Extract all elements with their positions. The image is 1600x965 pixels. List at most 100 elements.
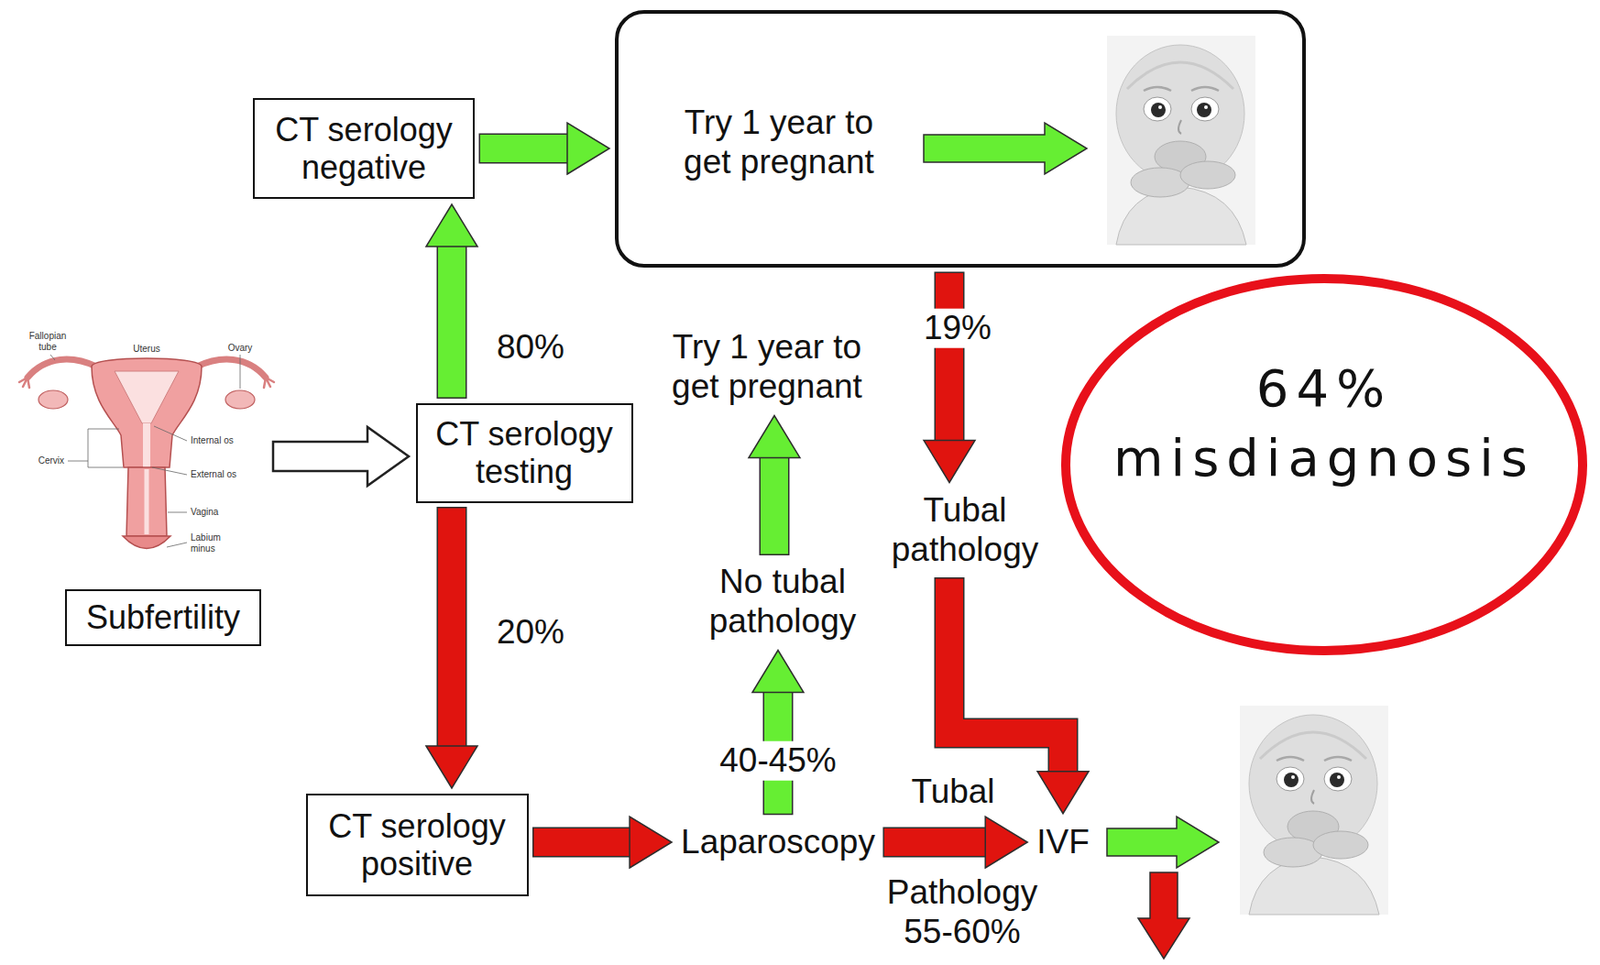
uterus-illustration <box>114 371 179 424</box>
process-box: Subfertility <box>65 589 262 646</box>
flow-arrow <box>547 816 673 868</box>
outcome-panel: Try 1 year to get pregnant <box>614 10 1306 268</box>
baby-photo <box>1276 767 1305 791</box>
leader-line <box>240 354 242 389</box>
uterus-illustration <box>19 377 30 388</box>
uterus-illustration <box>142 423 151 468</box>
baby-photo <box>1143 97 1172 121</box>
baby-photo <box>1127 62 1234 89</box>
uterus-illustration <box>126 467 167 537</box>
node-text: Try 1 year to get pregnant <box>659 328 876 406</box>
label-holder: External os <box>190 469 237 481</box>
leader-line <box>50 354 55 361</box>
flow-arrow <box>493 122 610 175</box>
baby-photo <box>1283 772 1299 788</box>
arrow-outline <box>437 522 468 747</box>
uterus-illustration <box>38 390 68 409</box>
percentage-label: 40-45% <box>715 741 841 781</box>
node-text: CT serology positive <box>323 807 512 884</box>
baby-photo <box>1204 105 1208 110</box>
percentage-label: 80% <box>493 328 569 368</box>
process-box: CT serology negative <box>252 98 475 199</box>
baby-photo <box>1116 186 1247 245</box>
percentage-label: 19% <box>920 308 996 349</box>
baby-photo <box>1291 775 1295 779</box>
node-text: Try 1 year to get pregnant <box>671 103 888 182</box>
baby-photo <box>1106 35 1256 245</box>
baby-photo <box>1239 705 1389 915</box>
node-text: Laparoscopy <box>680 822 876 863</box>
baby-photo <box>1143 87 1219 91</box>
node-text: IVF <box>1036 822 1090 863</box>
node-text: CT serology testing <box>430 415 619 492</box>
part-name: External os <box>190 469 237 481</box>
arrow-head <box>1037 771 1089 814</box>
edge-label-holder: Tubal <box>907 772 998 812</box>
baby-photo <box>1311 789 1315 804</box>
baby-photo <box>1158 105 1162 110</box>
node-text: 64% misdiagnosis <box>1095 353 1554 493</box>
arrow-outline <box>898 827 986 858</box>
arrow-shaft <box>493 134 568 163</box>
arrow-head <box>629 816 672 868</box>
node-text: No tubal pathology <box>698 562 868 641</box>
step-text: Laparoscopy <box>677 819 879 866</box>
edge-label-holder: 19% <box>920 308 996 349</box>
arrow-outline <box>949 592 1064 772</box>
baby-photo <box>1329 772 1345 788</box>
arrow-shaft <box>898 828 986 856</box>
outcome-label: Pathology 55-60% <box>879 873 1045 952</box>
label-holder: Vagina <box>190 506 219 518</box>
percentage-label: 20% <box>493 613 569 653</box>
label-holder: Labium minus <box>190 532 228 554</box>
label-holder: Pathology 55-60% <box>879 873 1045 952</box>
arrow-head <box>985 816 1028 868</box>
uterus-illustration <box>19 354 274 549</box>
node-text: Tubal pathology <box>882 491 1048 570</box>
baby-photo <box>1249 856 1380 915</box>
step-text: No tubal pathology <box>694 558 872 645</box>
failure-arrow <box>1138 872 1190 959</box>
process-box: CT serology positive <box>306 793 529 897</box>
arrow-outline <box>547 827 631 858</box>
arrow-shaft <box>760 458 789 541</box>
leader-line <box>152 467 187 475</box>
arrow-head <box>752 650 804 693</box>
step-text: IVF <box>1032 819 1094 866</box>
node-text: Subfertility <box>86 598 241 636</box>
node-text: CT serology negative <box>270 110 459 187</box>
baby-photo <box>1249 714 1378 853</box>
baby-photo <box>1116 44 1245 183</box>
arrow-shaft <box>438 522 466 747</box>
label-holder: Uterus <box>132 343 160 355</box>
edge-label-holder: 80% <box>493 328 569 368</box>
arrow-head <box>567 122 610 175</box>
baby-photo <box>1191 97 1219 121</box>
baby-photo <box>1150 102 1166 118</box>
baby-photo <box>1324 767 1352 791</box>
baby-photo <box>1106 35 1256 245</box>
part-name: Labium minus <box>190 532 228 554</box>
baby-photo <box>1276 756 1352 761</box>
leader-line <box>50 354 241 548</box>
step-text: Tubal pathology <box>878 487 1052 573</box>
part-name: Internal os <box>190 435 234 447</box>
leader-line <box>166 542 187 548</box>
highlight-ellipse: 64% misdiagnosis <box>1060 273 1589 657</box>
leader-line <box>67 428 123 468</box>
arrow-head <box>923 439 976 483</box>
uterus-illustration <box>144 469 150 535</box>
edge-label-holder: 40-45% <box>715 741 841 781</box>
baby-photo <box>1239 705 1389 915</box>
uterus-illustration <box>263 377 274 388</box>
baby-photo <box>1180 161 1236 189</box>
hollow-arrow <box>273 427 409 486</box>
arrow-shaft <box>547 828 631 856</box>
leader-line <box>167 512 187 514</box>
leader-line <box>153 426 187 441</box>
arrow-outline <box>493 133 568 165</box>
flow-arrow <box>426 522 478 790</box>
success-arrow <box>923 122 1087 175</box>
